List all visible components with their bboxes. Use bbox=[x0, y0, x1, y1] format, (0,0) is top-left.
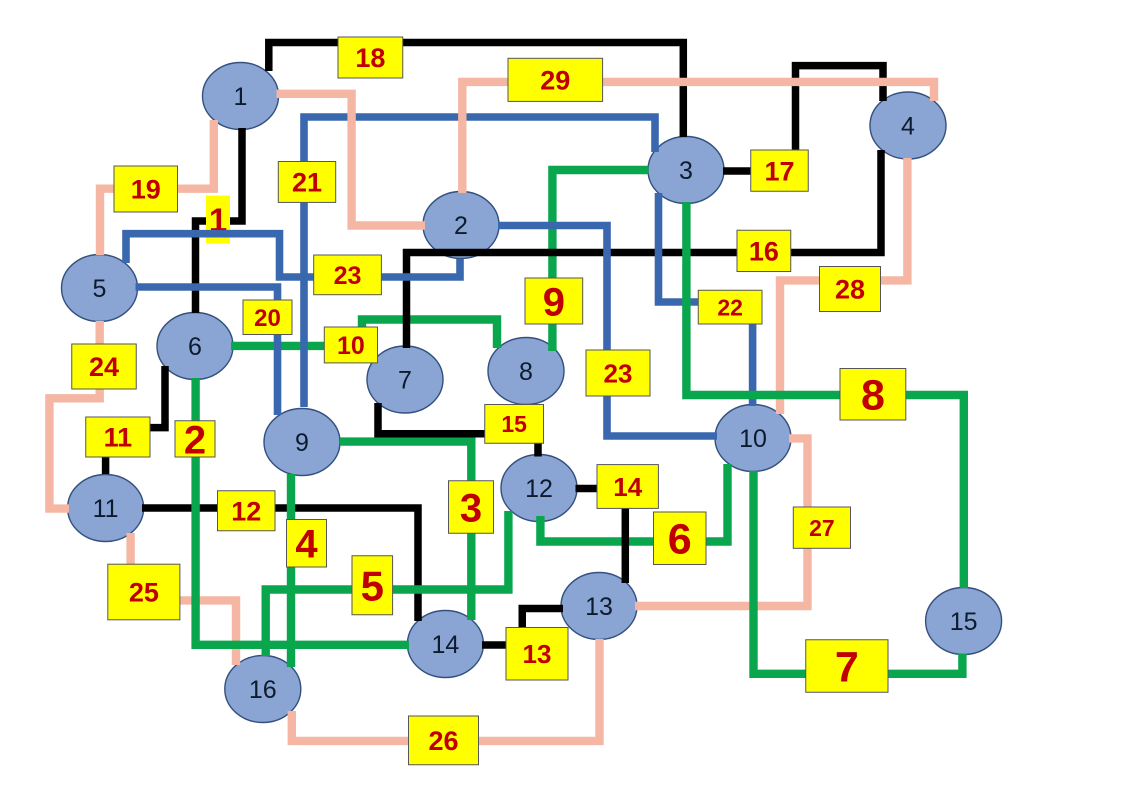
svg-text:20: 20 bbox=[254, 305, 281, 332]
svg-text:21: 21 bbox=[292, 168, 322, 198]
svg-text:13: 13 bbox=[523, 639, 552, 669]
svg-text:25: 25 bbox=[129, 578, 159, 608]
svg-text:6: 6 bbox=[188, 333, 202, 361]
svg-text:14: 14 bbox=[613, 472, 642, 502]
svg-text:22: 22 bbox=[717, 294, 743, 320]
svg-text:9: 9 bbox=[295, 429, 309, 457]
svg-text:3: 3 bbox=[460, 486, 482, 530]
svg-text:10: 10 bbox=[739, 425, 767, 453]
svg-text:23: 23 bbox=[334, 262, 362, 290]
svg-text:3: 3 bbox=[679, 157, 693, 185]
svg-text:12: 12 bbox=[525, 475, 553, 503]
svg-text:5: 5 bbox=[93, 275, 107, 303]
svg-text:29: 29 bbox=[540, 66, 570, 96]
svg-text:11: 11 bbox=[104, 423, 133, 453]
svg-text:27: 27 bbox=[809, 515, 835, 541]
svg-text:24: 24 bbox=[89, 352, 119, 382]
svg-text:8: 8 bbox=[519, 358, 533, 386]
svg-text:1: 1 bbox=[234, 83, 248, 111]
svg-text:5: 5 bbox=[361, 562, 384, 609]
svg-text:10: 10 bbox=[337, 332, 365, 360]
svg-text:15: 15 bbox=[501, 411, 527, 437]
svg-text:12: 12 bbox=[231, 496, 261, 526]
svg-text:18: 18 bbox=[355, 43, 385, 73]
svg-text:4: 4 bbox=[295, 523, 318, 567]
svg-text:7: 7 bbox=[835, 643, 859, 691]
svg-text:1: 1 bbox=[209, 201, 227, 238]
svg-text:13: 13 bbox=[585, 593, 613, 621]
svg-text:17: 17 bbox=[764, 156, 794, 186]
svg-text:14: 14 bbox=[431, 631, 459, 659]
svg-text:26: 26 bbox=[428, 726, 458, 756]
svg-text:9: 9 bbox=[543, 280, 565, 324]
svg-text:16: 16 bbox=[249, 676, 277, 704]
svg-text:16: 16 bbox=[749, 237, 779, 267]
svg-text:2: 2 bbox=[454, 212, 468, 240]
svg-text:19: 19 bbox=[131, 175, 161, 205]
svg-text:7: 7 bbox=[398, 367, 412, 395]
svg-text:28: 28 bbox=[835, 275, 865, 305]
svg-text:6: 6 bbox=[668, 516, 692, 564]
svg-text:11: 11 bbox=[93, 495, 119, 523]
svg-text:23: 23 bbox=[604, 358, 633, 388]
svg-text:2: 2 bbox=[184, 418, 206, 462]
svg-text:8: 8 bbox=[861, 372, 885, 420]
svg-text:15: 15 bbox=[950, 608, 978, 636]
svg-text:4: 4 bbox=[901, 113, 915, 141]
